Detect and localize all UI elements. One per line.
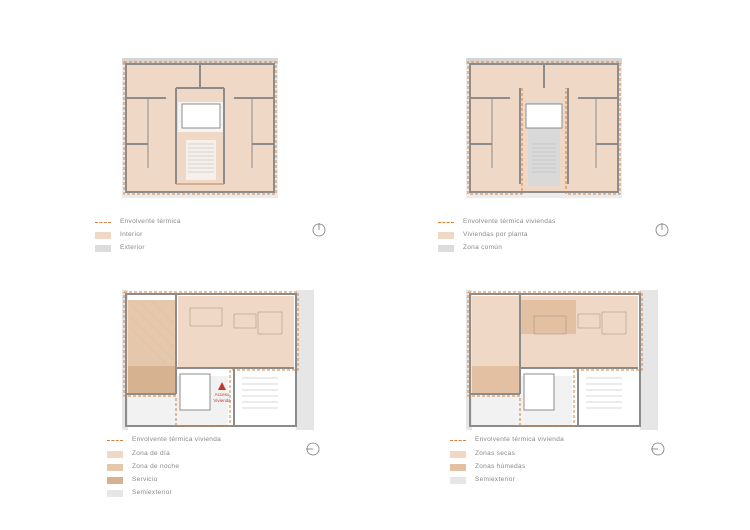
dashed-line-icon <box>450 440 466 441</box>
color-swatch-icon <box>438 245 454 252</box>
legend-label: Envolvente térmica viviendas <box>463 218 556 225</box>
color-swatch-icon <box>438 232 454 239</box>
legend-label: Exterior <box>120 244 145 251</box>
legend-panel-2: Envolvente térmica viviendas Viviendas p… <box>438 218 618 258</box>
dashed-line-icon <box>107 440 123 441</box>
color-swatch-icon <box>95 232 111 239</box>
floor-plan-interior-exterior <box>122 58 278 198</box>
color-swatch-icon <box>107 464 123 471</box>
legend-label: Zonas húmedas <box>475 463 526 470</box>
legend-label: Viviendas por planta <box>463 231 528 238</box>
color-swatch-icon <box>95 245 111 252</box>
color-swatch-icon <box>107 451 123 458</box>
legend-label: Envolvente térmica <box>120 218 181 225</box>
color-swatch-icon <box>107 490 123 497</box>
color-swatch-icon <box>450 464 466 471</box>
legend-panel-3: Envolvente térmica vivienda Zona de día … <box>107 436 287 500</box>
floor-plan-dwellings-common <box>466 58 622 198</box>
north-compass-icon <box>655 223 669 237</box>
legend-label: Interior <box>120 231 143 238</box>
access-annotation-line-1: Acceso <box>215 392 230 397</box>
north-compass-icon <box>312 223 326 237</box>
legend-panel-4: Envolvente térmica vivienda Zonas secas … <box>450 436 630 488</box>
legend-label: Semiexterior <box>475 476 516 483</box>
legend-label: Zona de noche <box>132 463 180 470</box>
legend-label: Envolvente térmica vivienda <box>475 436 565 443</box>
dashed-line-icon <box>95 222 111 223</box>
floor-plan-day-night-service: Acceso Vivienda <box>122 290 314 430</box>
access-annotation-line-2: Vivienda <box>213 398 231 403</box>
legend-label: Zonas secas <box>475 450 516 457</box>
legend-label: Zona común <box>463 244 503 251</box>
legend-label: Zona de día <box>132 450 170 457</box>
floor-plan-dry-wet <box>466 290 658 430</box>
color-swatch-icon <box>450 477 466 484</box>
legend-panel-1: Envolvente térmica Interior Exterior <box>95 218 275 258</box>
legend-label: Semiexterior <box>132 489 173 496</box>
color-swatch-icon <box>450 451 466 458</box>
color-swatch-icon <box>107 477 123 484</box>
dashed-line-icon <box>438 222 454 223</box>
legend-label: Envolvente térmica vivienda <box>132 436 222 443</box>
legend-label: Servicio <box>132 476 158 483</box>
north-compass-icon <box>651 442 665 456</box>
north-compass-icon <box>306 442 320 456</box>
